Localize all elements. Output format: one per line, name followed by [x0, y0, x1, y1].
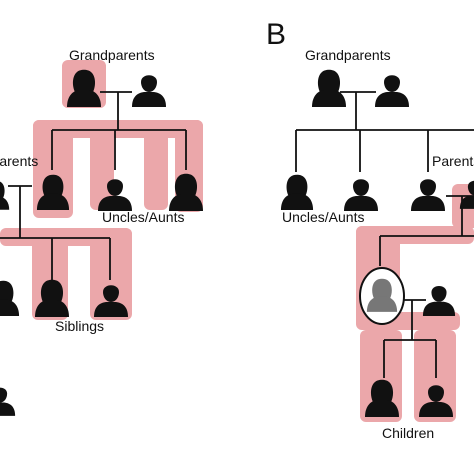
connectors-a: [0, 91, 187, 280]
male-person-icon: [0, 387, 16, 416]
female-person-icon: [0, 280, 20, 316]
children-label-b: Children: [382, 425, 434, 441]
uncles-aunts-label-a: Uncles/Aunts: [102, 209, 184, 225]
female-person-icon: [280, 174, 314, 210]
male-person-icon: [375, 75, 409, 107]
connectors-b: [295, 91, 474, 378]
panel-b: B: [266, 18, 474, 441]
grandparents-label-a: Grandparents: [69, 47, 155, 63]
male-person-icon: [411, 179, 445, 211]
female-person-icon: [0, 180, 10, 210]
panel-b-letter: B: [266, 18, 286, 51]
male-person-icon: [344, 179, 378, 211]
grandparents-label-b: Grandparents: [305, 47, 391, 63]
female-person-icon: [312, 69, 346, 107]
parents-label-a: Parents: [0, 153, 38, 169]
male-person-icon: [132, 75, 166, 107]
uncles-aunts-label-b: Uncles/Aunts: [282, 209, 364, 225]
male-person-icon: [422, 285, 456, 316]
highlight-path-a: [0, 60, 203, 320]
parents-label-b: Parents: [432, 153, 474, 169]
siblings-label-a: Siblings: [55, 318, 104, 334]
panel-a: Grandparents Parents Uncles/Aunts Siblin…: [0, 47, 203, 416]
